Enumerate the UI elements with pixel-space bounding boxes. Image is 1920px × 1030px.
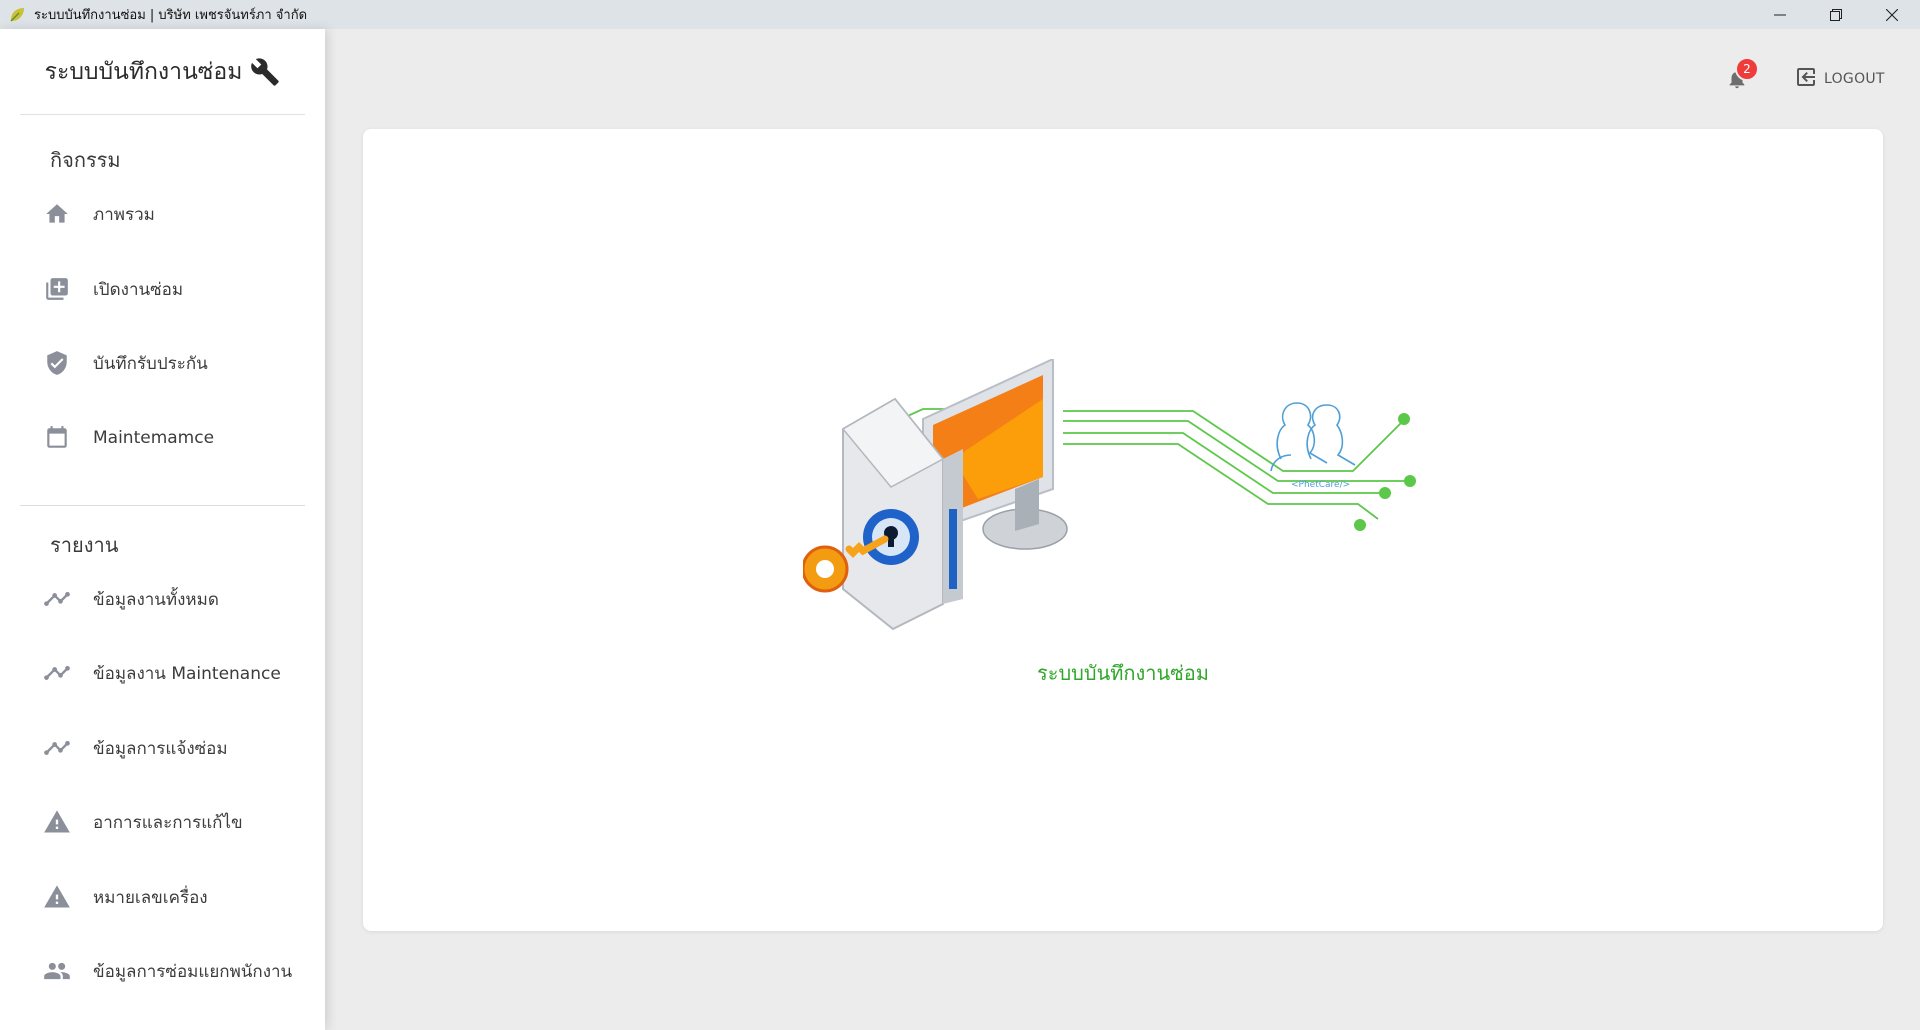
sidebar-item-label: ข้อมูลงานทั้งหมด: [93, 589, 219, 610]
trend-icon: [42, 584, 72, 614]
sidebar-item-overview[interactable]: ภาพรวม: [20, 186, 305, 242]
brand-title: ระบบบันทึกงานซ่อม: [44, 58, 243, 85]
shield-check-icon: [42, 348, 72, 378]
sidebar-item-label: ข้อมูลงาน Maintenance: [93, 663, 281, 684]
trend-icon: [42, 658, 72, 688]
sidebar-divider: [20, 505, 305, 506]
warning-icon: [42, 807, 72, 837]
home-icon: [42, 199, 72, 229]
sidebar-item-repair-requests[interactable]: ข้อมูลการแจ้งซ่อม: [20, 720, 305, 776]
add-box-icon: [42, 274, 72, 304]
section-activities-title: กิจกรรม: [50, 148, 121, 172]
warning-icon: [42, 882, 72, 912]
minimize-icon[interactable]: [1752, 0, 1808, 29]
window-titlebar: ระบบบันทึกงานซ่อม | บริษัท เพชรจันทร์ภา …: [0, 0, 1920, 29]
sidebar-item-label: ข้อมูลการซ่อมแยกพนักงาน: [93, 961, 293, 982]
logout-label: LOGOUT: [1824, 71, 1885, 87]
window-title: ระบบบันทึกงานซ่อม | บริษัท เพชรจันทร์ภา …: [34, 8, 308, 23]
main-card: <PhetCare/> ระบบบันทึกงานซ่อม: [363, 129, 1883, 931]
sidebar: ระบบบันทึกงานซ่อม กิจกรรม ภาพรวม เปิดงาน…: [0, 29, 325, 1030]
sidebar-item-warranty[interactable]: บันทึกรับประกัน: [20, 335, 305, 391]
sidebar-item-open-repair[interactable]: เปิดงานซ่อม: [20, 261, 305, 317]
sidebar-item-label: เปิดงานซ่อม: [93, 279, 184, 300]
sidebar-item-all-jobs[interactable]: ข้อมูลงานทั้งหมด: [20, 571, 305, 627]
app-leaf-icon: [7, 5, 27, 25]
trend-icon: [42, 733, 72, 763]
sidebar-item-maintenance[interactable]: Maintemamce: [20, 410, 305, 466]
sidebar-item-label: อาการและการแก้ไข: [93, 812, 243, 833]
wrench-icon: [250, 57, 280, 87]
people-icon: [42, 956, 72, 986]
sidebar-item-label: ข้อมูลการแจ้งซ่อม: [93, 738, 228, 759]
close-icon[interactable]: [1864, 0, 1920, 29]
sidebar-brand[interactable]: ระบบบันทึกงานซ่อม: [20, 29, 305, 115]
sidebar-item-label: บันทึกรับประกัน: [93, 353, 208, 374]
notification-badge[interactable]: 2: [1735, 57, 1759, 81]
repair-system-illustration: <PhetCare/>: [801, 357, 1443, 659]
main-caption: ระบบบันทึกงานซ่อม: [1037, 661, 1209, 685]
sidebar-item-label: ภาพรวม: [93, 204, 155, 225]
sidebar-item-label: Maintemamce: [93, 428, 215, 448]
sidebar-item-label: หมายเลขเครื่อง: [93, 887, 208, 908]
sidebar-item-by-employee[interactable]: ข้อมูลการซ่อมแยกพนักงาน: [20, 943, 305, 999]
logout-button[interactable]: LOGOUT: [1794, 64, 1885, 94]
logout-icon: [1794, 65, 1818, 93]
sidebar-item-symptoms[interactable]: อาการและการแก้ไข: [20, 794, 305, 850]
calendar-icon: [42, 423, 72, 453]
restore-icon[interactable]: [1808, 0, 1864, 29]
sidebar-item-serial-number[interactable]: หมายเลขเครื่อง: [20, 869, 305, 925]
phetcare-label: <PhetCare/>: [1291, 480, 1350, 490]
window-controls: [1752, 0, 1920, 29]
sidebar-item-maintenance-report[interactable]: ข้อมูลงาน Maintenance: [20, 645, 305, 701]
section-reports-title: รายงาน: [50, 533, 119, 557]
